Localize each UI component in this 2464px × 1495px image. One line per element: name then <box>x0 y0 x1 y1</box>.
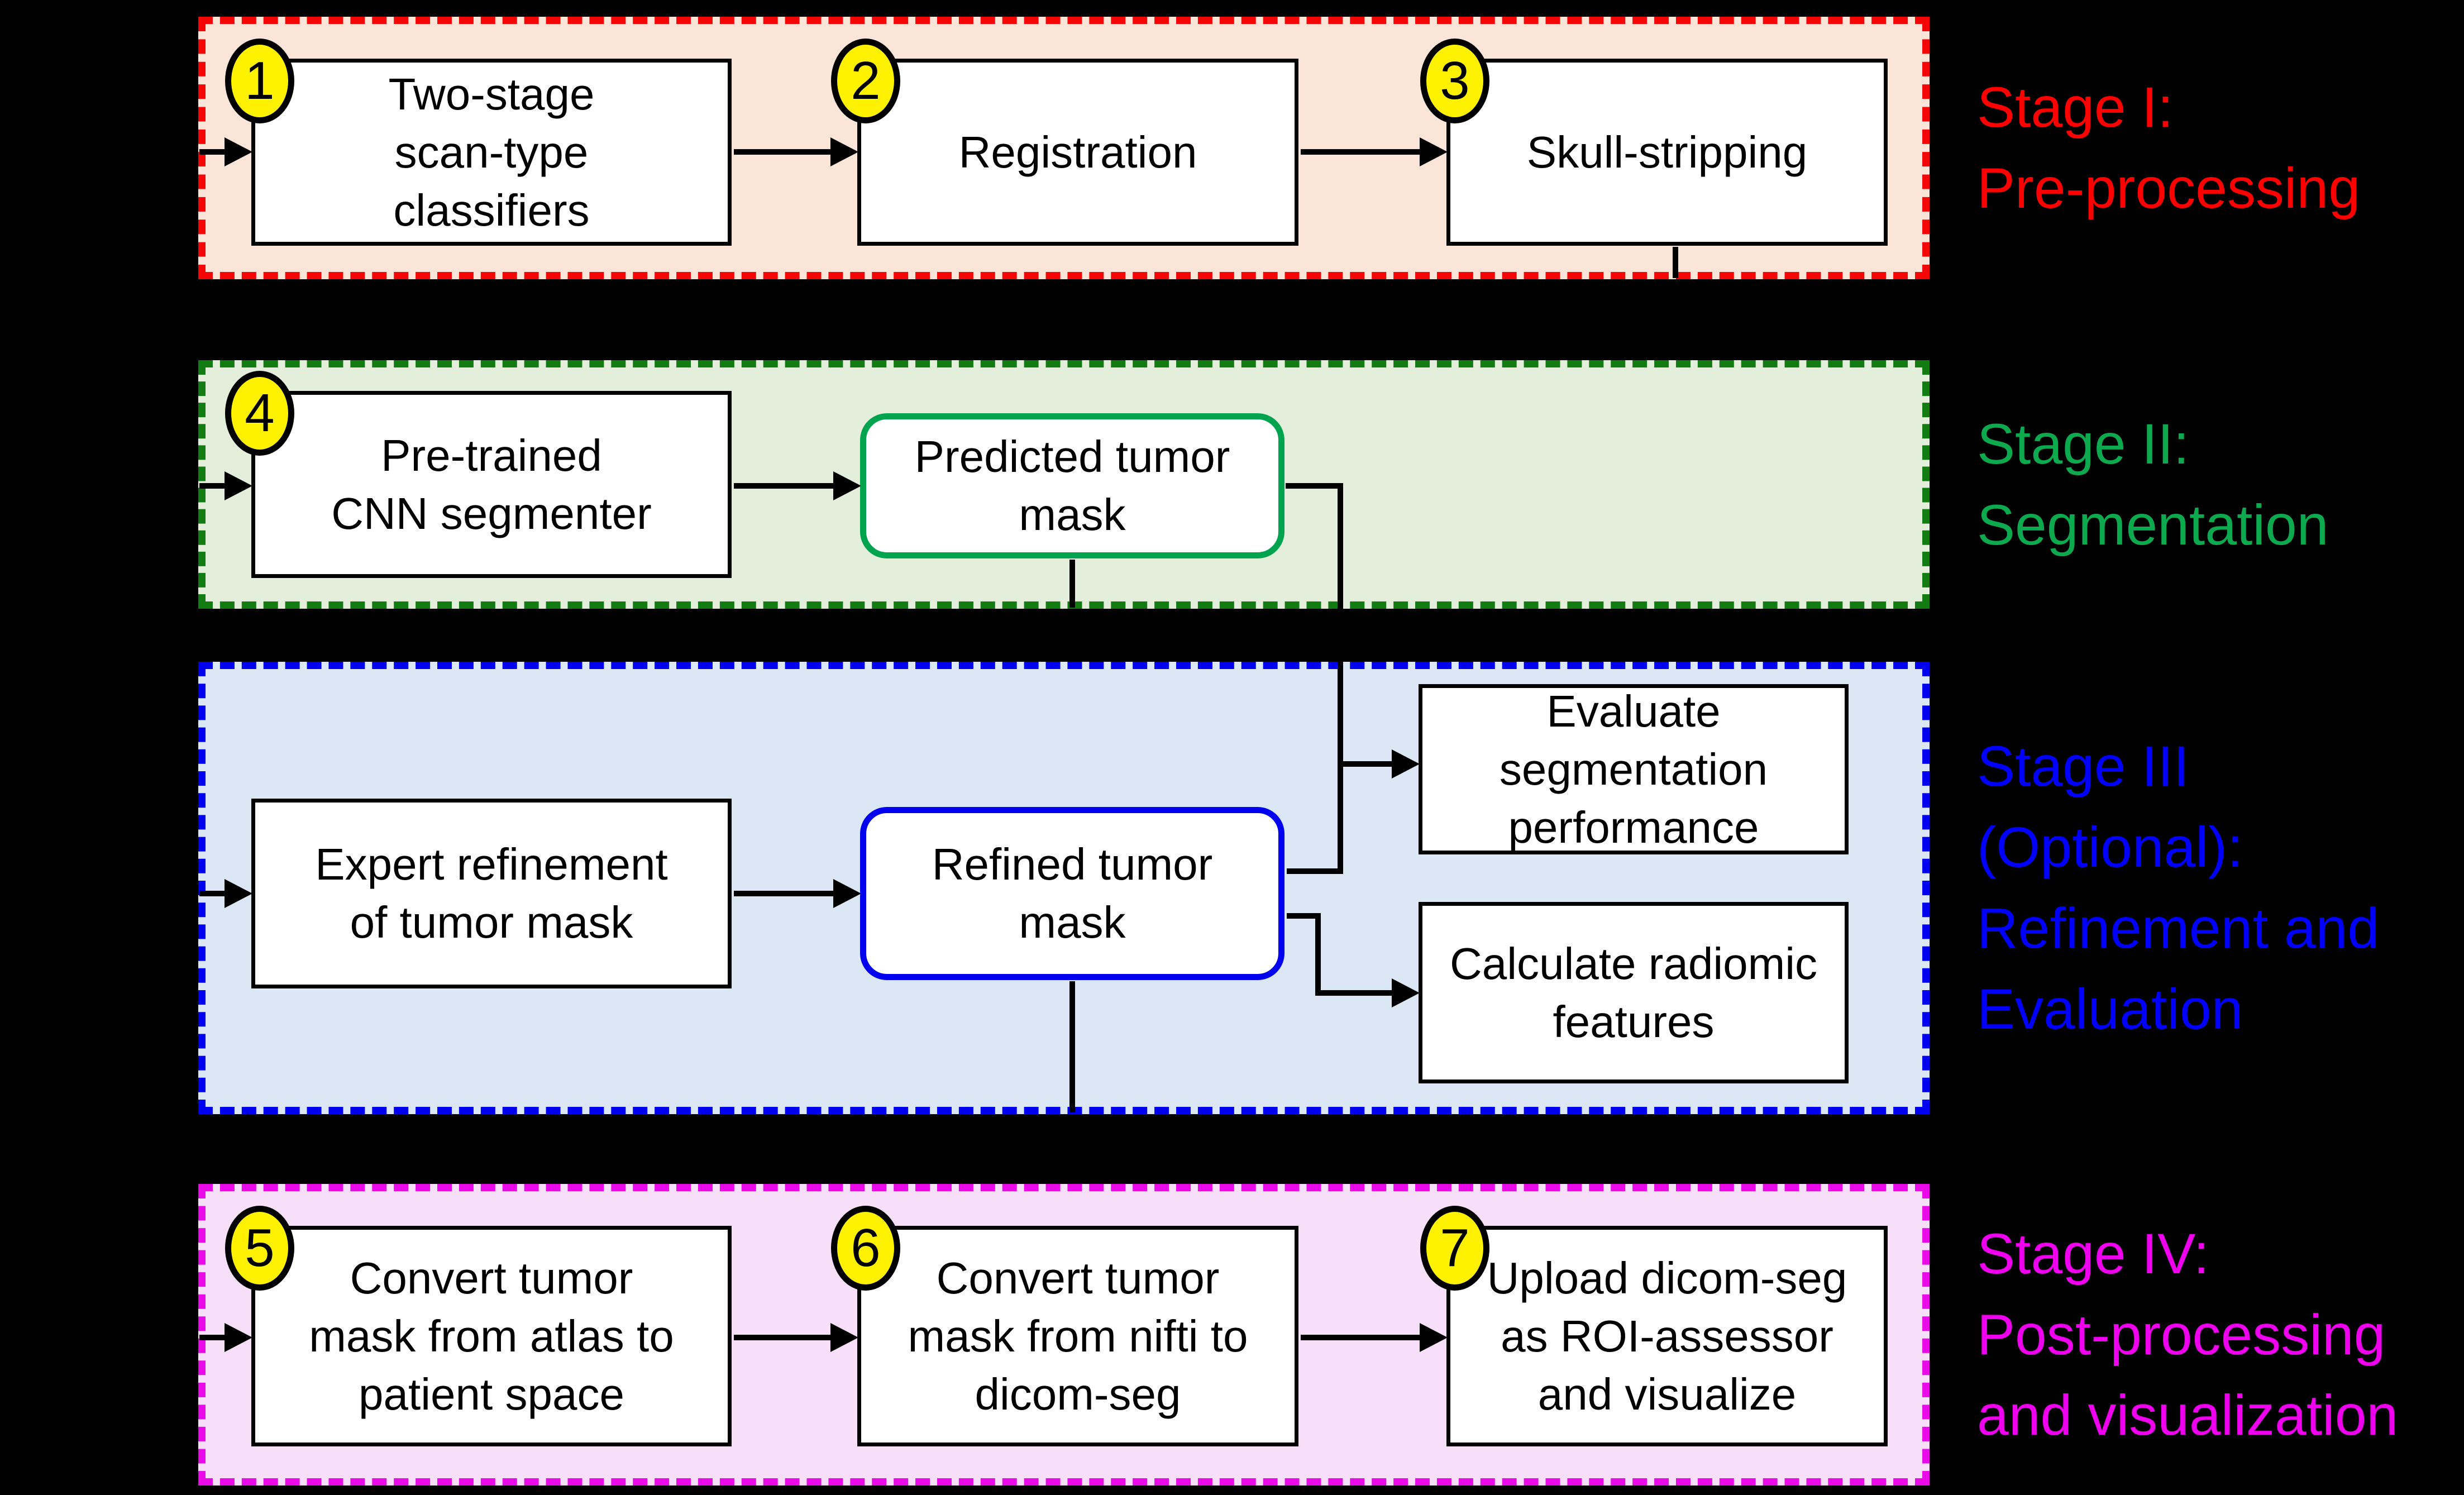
node-predicted-tumor-mask: Predicted tumor mask <box>860 413 1284 558</box>
step-badge-5: 5 <box>225 1206 294 1291</box>
node-refined-tumor-mask: Refined tumor mask <box>860 807 1284 980</box>
node-pretrained-cnn-segmenter: Pre-trained CNN segmenter <box>251 391 732 578</box>
step-badge-6: 6 <box>831 1206 900 1291</box>
node-registration: Registration <box>857 59 1298 246</box>
node-two-stage-classifiers: Two-stage scan-type classifiers <box>251 59 732 246</box>
step-badge-4: 4 <box>225 371 294 456</box>
step-badge-7: 7 <box>1420 1206 1489 1291</box>
node-convert-atlas-to-patient: Convert tumor mask from atlas to patient… <box>251 1226 732 1446</box>
step-badge-3: 3 <box>1420 39 1489 123</box>
step-badge-2: 2 <box>831 39 900 123</box>
node-upload-dicomseg-visualize: Upload dicom-seg as ROI-assessor and vis… <box>1446 1226 1888 1446</box>
node-expert-refinement: Expert refinement of tumor mask <box>251 799 732 988</box>
stage3-label: Stage III (Optional): Refinement and Eva… <box>1977 734 2380 1041</box>
step-badge-1: 1 <box>225 39 294 123</box>
node-calculate-radiomic-features: Calculate radiomic features <box>1419 902 1849 1083</box>
node-convert-nifti-to-dicomseg: Convert tumor mask from nifti to dicom-s… <box>857 1226 1298 1446</box>
node-skull-stripping: Skull-stripping <box>1446 59 1888 246</box>
stage2-label: Stage II: Segmentation <box>1977 412 2329 557</box>
stage1-label: Stage I: Pre-processing <box>1977 75 2360 220</box>
stage4-label: Stage IV: Post-processing and visualizat… <box>1977 1221 2399 1448</box>
node-evaluate-segmentation-performance: Evaluate segmentation performance <box>1419 684 1849 854</box>
